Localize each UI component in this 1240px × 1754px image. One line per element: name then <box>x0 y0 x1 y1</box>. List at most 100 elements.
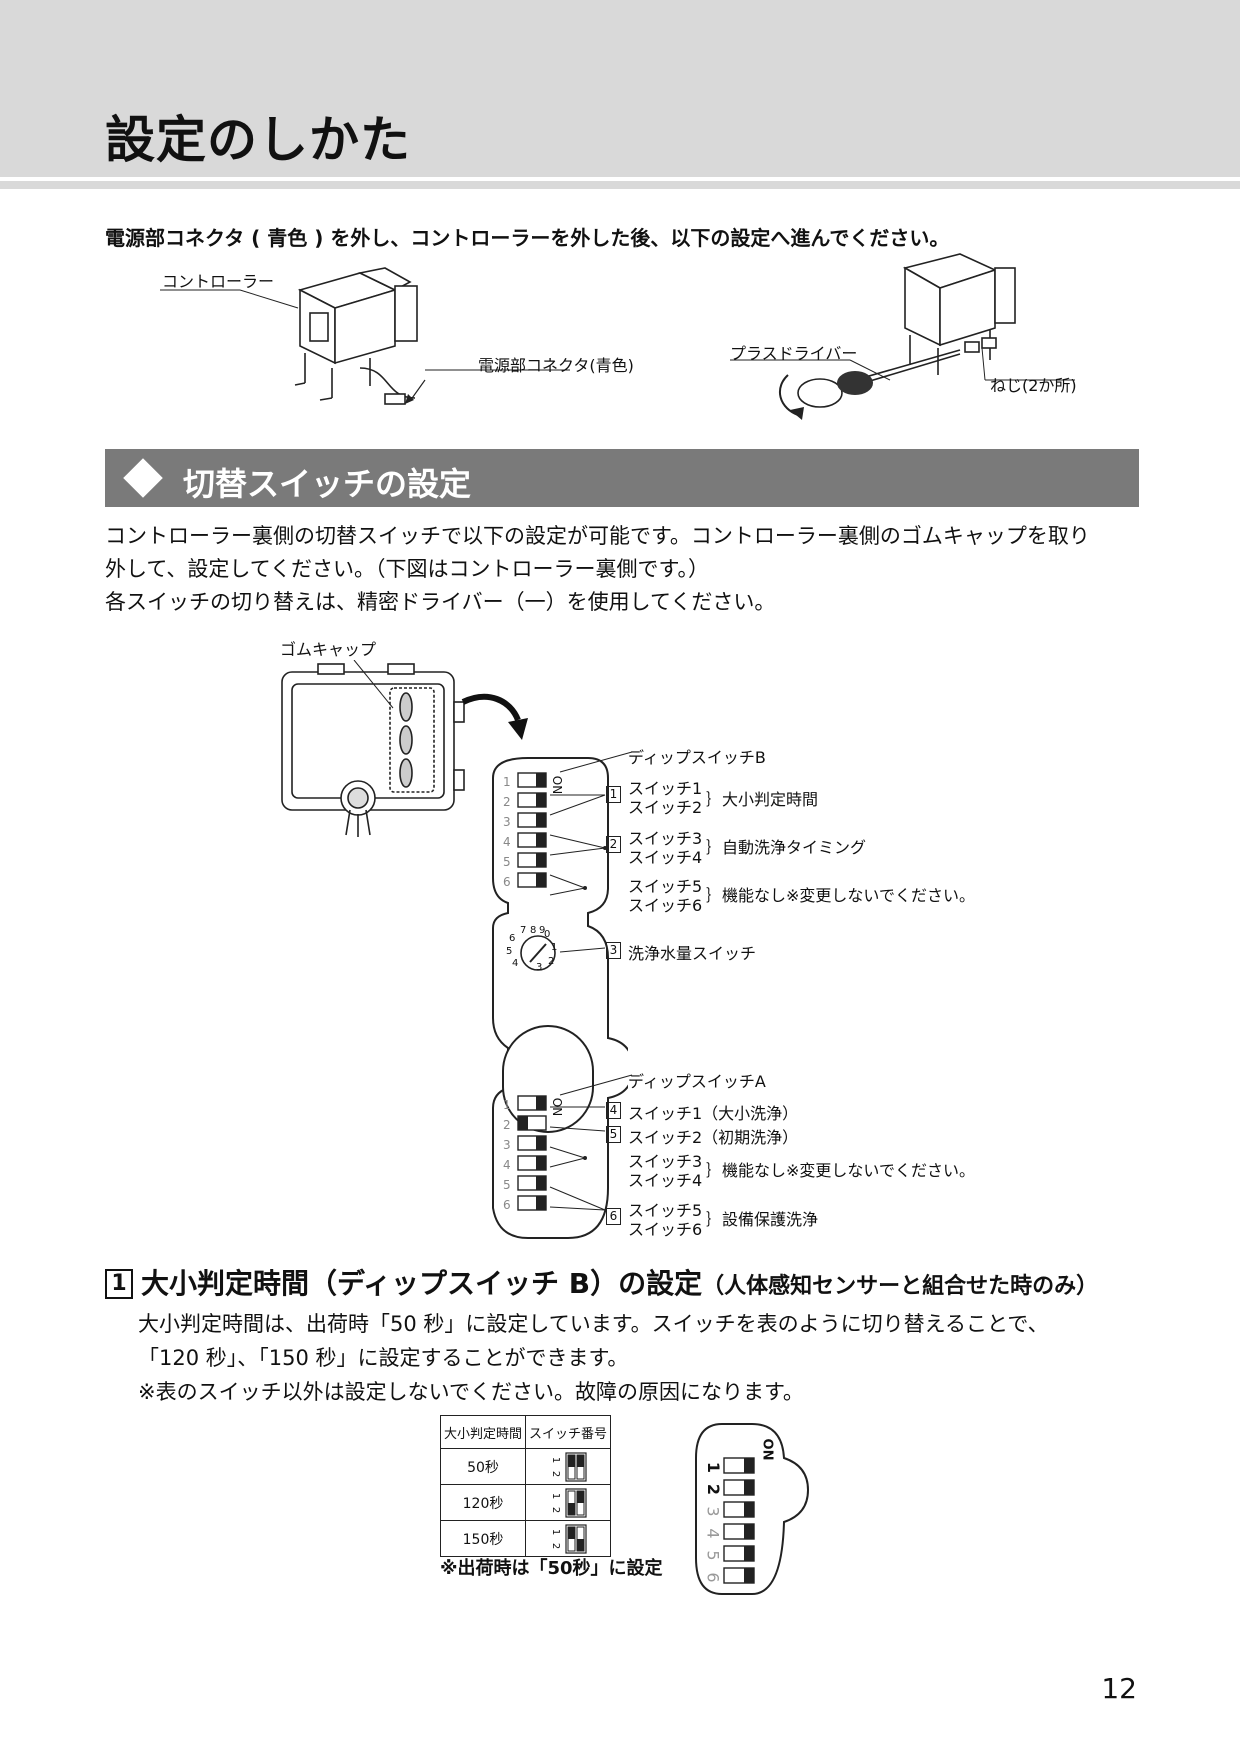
sub-body-line-1: 大小判定時間は、出荷時「50 秒」に設定しています。スイッチを表のように切り替え… <box>138 1312 1049 1336</box>
dip-a-num-2: 2 <box>503 1118 511 1132</box>
label-num-4: 4 <box>606 1102 621 1119</box>
header-rule <box>0 181 1240 189</box>
dip-switch-b-label: ディップスイッチB <box>628 748 766 767</box>
a-switch-6: スイッチ6 <box>628 1220 703 1239</box>
table-cell-switch: 1 2 <box>525 1448 612 1485</box>
label-num-5: 5 <box>606 1126 621 1143</box>
table-cell-time: 150秒 <box>439 1520 527 1557</box>
connector-label: 電源部コネクタ(青色) <box>478 356 634 375</box>
dip-b-num-1: 1 <box>503 775 511 789</box>
table-cell-switch: 1 2 <box>525 1484 612 1521</box>
page-number: 12 <box>1101 1672 1137 1705</box>
a-switch-5: スイッチ5 <box>628 1201 703 1220</box>
a-switch-3: スイッチ3 <box>628 1152 703 1171</box>
detail-num-6: 6 <box>703 1572 723 1583</box>
dial-digit-9: 9 <box>539 925 546 936</box>
table-header-time: 大小判定時間 <box>439 1415 527 1449</box>
table-cell-time: 50秒 <box>439 1448 527 1485</box>
subsection-number: 1 <box>105 1269 133 1299</box>
label-num-3: 3 <box>606 942 621 959</box>
b-switch-2: スイッチ2 <box>628 798 703 817</box>
dip-switch-setting <box>565 1487 587 1518</box>
a-switch-1: スイッチ1（大小洗浄） <box>628 1104 799 1123</box>
label-num-2: 2 <box>606 836 621 853</box>
dip-a-num-5: 5 <box>503 1178 511 1192</box>
table-header-switch: スイッチ番号 <box>525 1415 612 1449</box>
dip-switch-a-label: ディップスイッチA <box>628 1072 766 1091</box>
header-band <box>0 0 1240 177</box>
b-switch-56-desc: ｝機能なし※変更しないでください。 <box>706 886 975 905</box>
subsection-note: （人体感知センサーと組合せた時のみ） <box>702 1274 1099 1299</box>
dial-digit-2: 2 <box>548 956 555 967</box>
controller-back-illustration <box>281 660 528 837</box>
detail-num-4: 4 <box>703 1528 723 1539</box>
intro-text: 電源部コネクタ ( 青色 ) を外し、コントローラーを外した後、以下の設定へ進ん… <box>105 226 950 250</box>
b-switch-12-desc: ｝大小判定時間 <box>706 790 819 809</box>
b-switch-4: スイッチ4 <box>628 848 703 867</box>
dip-a-num-3: 3 <box>503 1138 511 1152</box>
dip-switch-setting <box>565 1523 587 1554</box>
b-switch-5: スイッチ5 <box>628 877 703 896</box>
sub-body-line-3: ※表のスイッチ以外は設定しないでください。故障の原因になります。 <box>138 1380 804 1404</box>
a-switch-4: スイッチ4 <box>628 1171 703 1190</box>
b-switch-6: スイッチ6 <box>628 896 703 915</box>
b-switch-1: スイッチ1 <box>628 779 703 798</box>
label-num-6: 6 <box>606 1208 621 1225</box>
dip-switch-b-detail <box>695 1423 810 1595</box>
rotary-switch-label: 洗浄水量スイッチ <box>628 944 757 963</box>
dial-digit-1: 1 <box>551 942 558 953</box>
dip-b-num-3: 3 <box>503 815 511 829</box>
controller-label: コントローラー <box>162 272 275 291</box>
b-switch-34-desc: ｝自動洗浄タイミング <box>706 838 867 857</box>
dip-a-num-1: 1 <box>503 1098 511 1112</box>
dip-a-num-4: 4 <box>503 1158 511 1172</box>
dial-digit-4: 4 <box>512 958 519 969</box>
a-switch-2: スイッチ2（初期洗浄） <box>628 1128 799 1147</box>
section-title: 切替スイッチの設定 <box>183 465 472 503</box>
dial-digit-3: 3 <box>536 962 543 973</box>
body-line-3: 各スイッチの切り替えは、精密ドライバー（一）を使用してください。 <box>105 590 776 614</box>
screw-label: ねじ(2か所) <box>990 376 1077 395</box>
subsection-title: 大小判定時間（ディップスイッチ B）の設定 <box>141 1267 703 1300</box>
section-header: 切替スイッチの設定 <box>105 449 1139 507</box>
leader-lines <box>549 751 633 1211</box>
controller-removal-illustration <box>160 267 570 405</box>
dial-digit-7: 7 <box>520 925 527 936</box>
driver-label: プラスドライバー <box>730 344 858 363</box>
dip-b-num-4: 4 <box>503 835 511 849</box>
label-num-1: 1 <box>606 786 621 803</box>
rubber-cap-label: ゴムキャップ <box>280 640 377 659</box>
table-footnote: ※出荷時は「50秒」に設定 <box>440 1558 663 1579</box>
dial-digit-5: 5 <box>506 946 513 957</box>
sub-body-line-2: 「120 秒」、「150 秒」に設定することができます。 <box>138 1346 629 1370</box>
dial-digit-8: 8 <box>530 925 537 936</box>
dial-digit-6: 6 <box>509 933 516 944</box>
body-line-1: コントローラー裏側の切替スイッチで以下の設定が可能です。コントローラー裏側のゴム… <box>105 524 1090 548</box>
body-line-2: 外して、設定してください。（下図はコントローラー裏側です。） <box>105 557 709 581</box>
judgement-time-table: 大小判定時間 スイッチ番号 50秒 1 2 120秒 1 2 <box>439 1415 612 1557</box>
page-title: 設定のしかた <box>105 111 411 169</box>
switch-board-diagram <box>492 757 628 1239</box>
dip-b-num-6: 6 <box>503 875 511 889</box>
detail-num-1: 1 <box>704 1461 724 1474</box>
a-switch-56-desc: ｝設備保護洗浄 <box>706 1210 819 1229</box>
detail-num-3: 3 <box>703 1506 723 1517</box>
subsection-heading: 1 大小判定時間（ディップスイッチ B）の設定（人体感知センサーと組合せた時のみ） <box>105 1262 1098 1302</box>
detail-on-label: ON <box>759 1438 775 1461</box>
diamond-icon <box>123 458 163 498</box>
table-row: 150秒 1 2 <box>439 1520 612 1557</box>
detail-num-2: 2 <box>704 1483 724 1496</box>
dip-b-num-2: 2 <box>503 795 511 809</box>
dial-digit-0: 0 <box>544 929 551 940</box>
table-cell-switch: 1 2 <box>525 1520 612 1557</box>
dip-a-num-6: 6 <box>503 1198 511 1212</box>
a-switch-34-desc: ｝機能なし※変更しないでください。 <box>706 1161 975 1180</box>
dip-b-num-5: 5 <box>503 855 511 869</box>
table-row: 50秒 1 2 <box>439 1448 612 1485</box>
table-row: 120秒 1 2 <box>439 1484 612 1521</box>
b-switch-3: スイッチ3 <box>628 829 703 848</box>
table-cell-time: 120秒 <box>439 1484 527 1521</box>
dip-switch-setting <box>565 1451 587 1482</box>
screwdriver-illustration <box>730 253 1075 420</box>
detail-num-5: 5 <box>703 1550 723 1561</box>
